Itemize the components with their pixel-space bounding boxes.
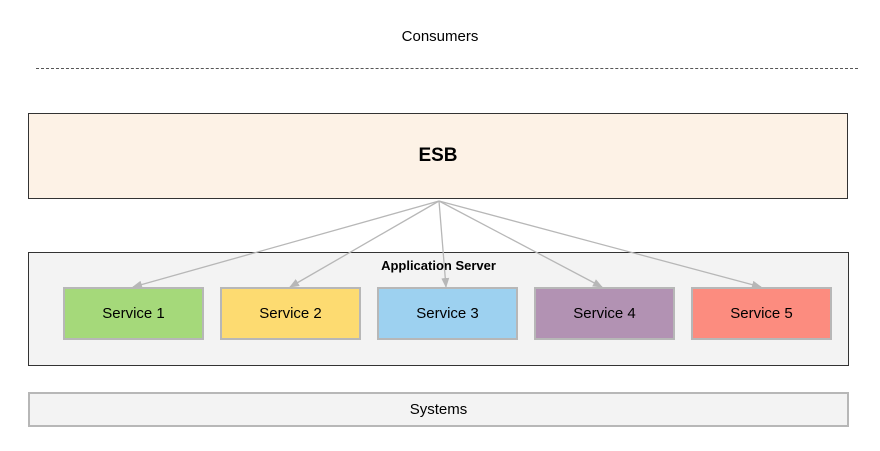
service-1-box[interactable]: Service 1 [63, 287, 204, 340]
service-4-box[interactable]: Service 4 [534, 287, 675, 340]
service-2-box[interactable]: Service 2 [220, 287, 361, 340]
service-label: Service 1 [102, 305, 165, 322]
esb-box[interactable]: ESB [28, 113, 848, 199]
layer-divider [36, 68, 858, 69]
service-label: Service 2 [259, 305, 322, 322]
service-label: Service 5 [730, 305, 793, 322]
systems-box[interactable]: Systems [28, 392, 849, 427]
consumers-label: Consumers [401, 28, 479, 45]
application-server-box[interactable]: Application Server Service 1 Service 2 S… [28, 252, 849, 366]
application-server-title: Application Server [381, 258, 496, 273]
service-label: Service 3 [416, 305, 479, 322]
systems-label: Systems [409, 401, 468, 418]
service-5-box[interactable]: Service 5 [691, 287, 832, 340]
esb-label: ESB [418, 145, 458, 166]
service-3-box[interactable]: Service 3 [377, 287, 518, 340]
service-label: Service 4 [573, 305, 636, 322]
